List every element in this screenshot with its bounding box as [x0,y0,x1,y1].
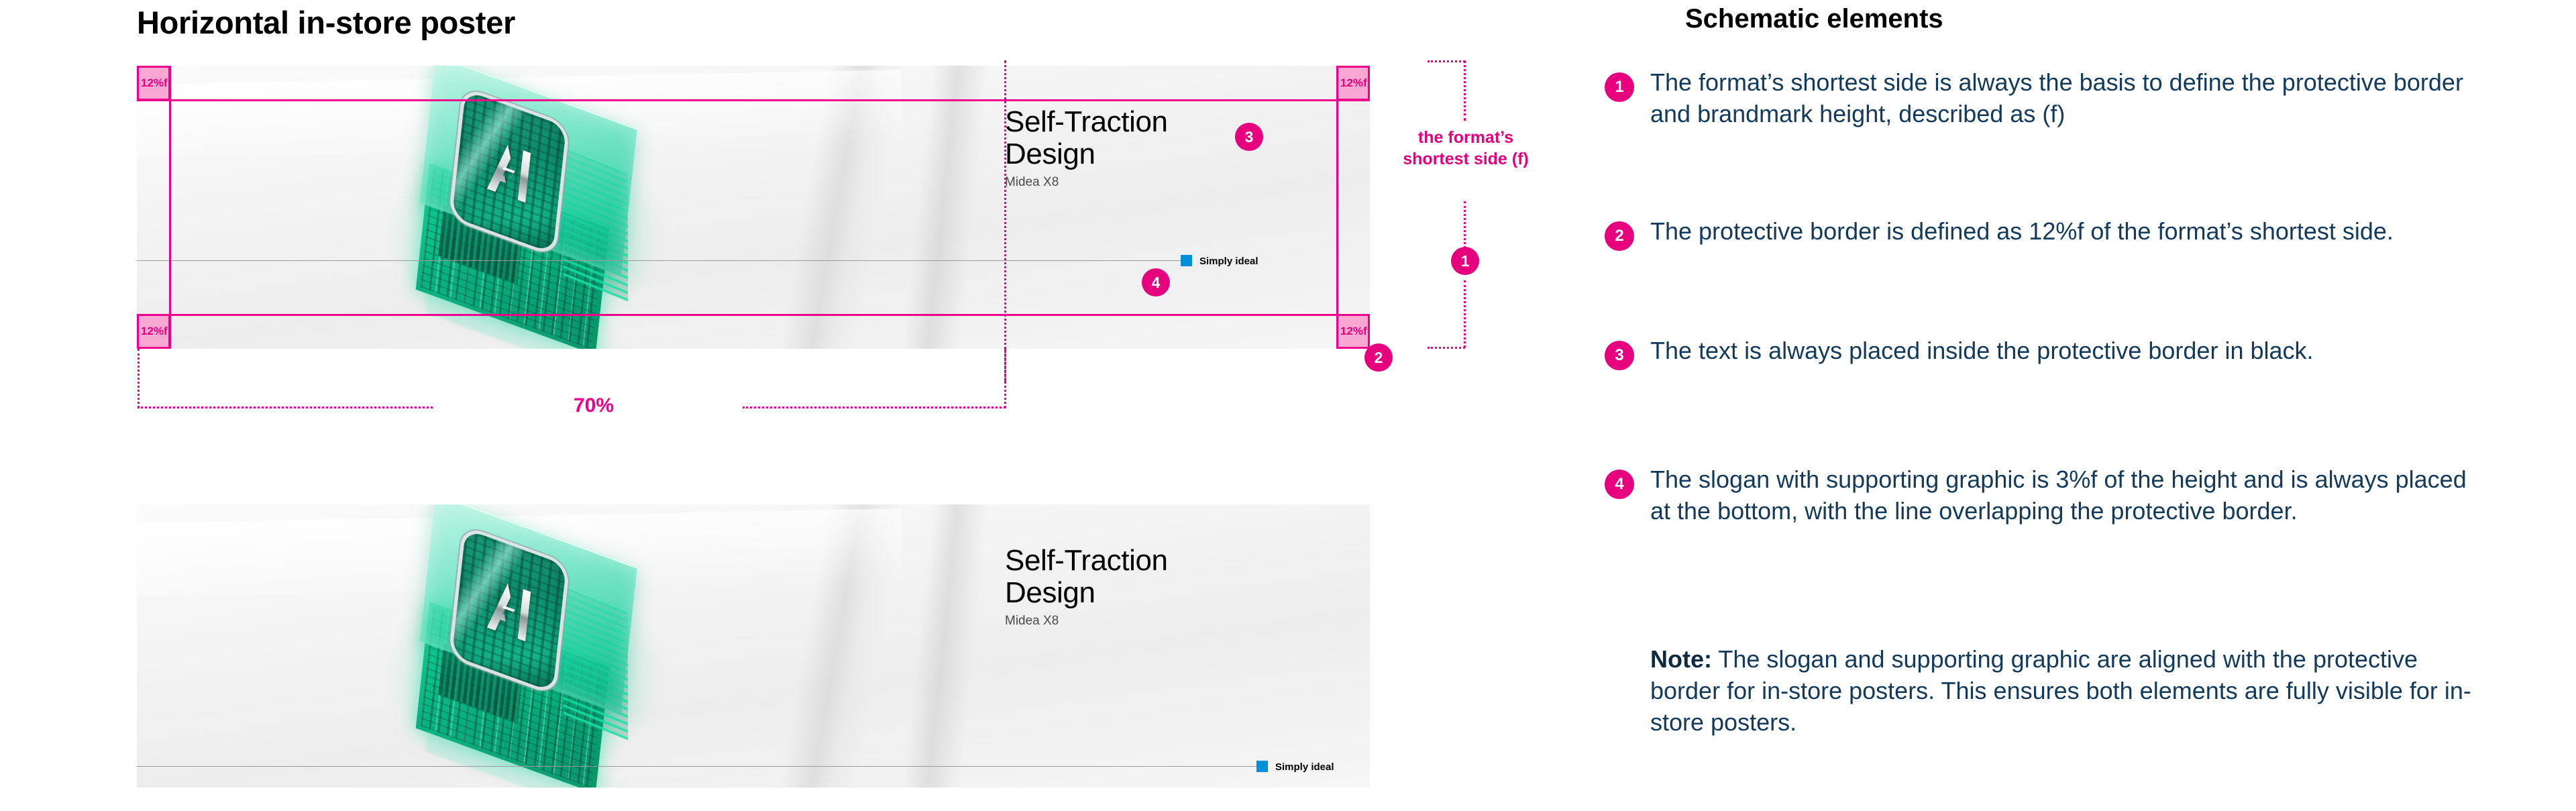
badge-1: 1 [1451,247,1479,275]
protective-border-line-right [1336,66,1338,349]
text-alignment-guide [1004,60,1006,382]
shortest-side-bracket-mid-upper [1464,201,1466,248]
poster-slogan: Simply ideal [1275,761,1334,773]
blue-square-brandmark-icon [1181,255,1192,266]
ai-chip-graphic [358,66,707,349]
poster-clean-preview: Self-Traction Design Midea X8 Simply ide… [137,504,1370,788]
poster-subline: Midea X8 [1005,614,1059,628]
slogan-rule [137,260,1183,261]
ai-chip-graphic [358,504,707,788]
border-label-text: 12%f [1340,325,1367,337]
border-label-text: 12%f [141,325,168,337]
badge-2: 2 [1364,343,1393,372]
border-label-bottom-left: 12%f [137,314,170,349]
dimension-rule-right [743,407,1006,409]
note-badge-1: 1 [1605,72,1634,102]
poster-headline-line1: Self-Traction [1005,544,1168,577]
shortest-side-label-line2: shortest side (f) [1403,149,1529,168]
poster-headline-line2: Design [1005,576,1095,609]
note-body: The slogan and supporting graphic are al… [1650,645,2471,736]
note-text-3: The text is always placed inside the pro… [1650,337,2314,364]
note-badge-3: 3 [1605,341,1634,370]
shortest-side-bracket-upper [1464,60,1466,121]
border-label-text: 12%f [1340,76,1367,89]
note-block-text: Note: The slogan and supporting graphic … [1650,644,2482,738]
dimension-rule-left [138,407,433,409]
note-badge-4: 4 [1605,470,1634,499]
shortest-side-label: the format’s shortest side (f) [1355,127,1576,170]
shortest-side-bracket-lower [1464,280,1466,347]
blue-square-brandmark-icon [1256,761,1268,772]
border-label-top-left: 12%f [137,66,170,101]
border-label-bottom-right: 12%f [1336,314,1370,349]
poster-annotated-preview: Self-Traction Design Midea X8 Simply ide… [137,66,1370,349]
width-dimension-label: 70% [574,394,614,417]
shortest-side-cap-top [1428,60,1465,62]
dimension-tick-right [1004,349,1006,408]
dimension-tick-left [138,349,140,408]
protective-border-line-top [137,99,1370,101]
page-title: Horizontal in-store poster [137,5,516,40]
schematic-elements-title: Schematic elements [1685,4,1943,34]
slogan-rule [137,766,1259,767]
border-label-text: 12%f [141,76,168,89]
badge-4: 4 [1142,268,1170,296]
protective-border-line-bottom [137,314,1370,316]
note-text-4: The slogan with supporting graphic is 3%… [1650,466,2467,525]
note-badge-2: 2 [1605,221,1634,251]
border-label-top-right: 12%f [1336,66,1370,101]
shortest-side-cap-bottom [1428,347,1465,349]
shortest-side-label-line1: the format’s [1417,128,1514,147]
note-text-2: The protective border is defined as 12%f… [1650,217,2394,245]
poster-headline-line2: Design [1005,138,1095,170]
ai-logo-icon [452,90,567,253]
poster-slogan: Simply ideal [1199,256,1258,267]
badge-3: 3 [1235,123,1263,151]
poster-subline: Midea X8 [1005,175,1059,189]
note-label: Note: [1650,645,1712,673]
poster-headline-line1: Self-Traction [1005,105,1168,138]
ai-logo-icon [452,529,567,692]
protective-border-line-left [169,66,171,349]
note-text-1: The format’s shortest side is always the… [1650,68,2463,127]
